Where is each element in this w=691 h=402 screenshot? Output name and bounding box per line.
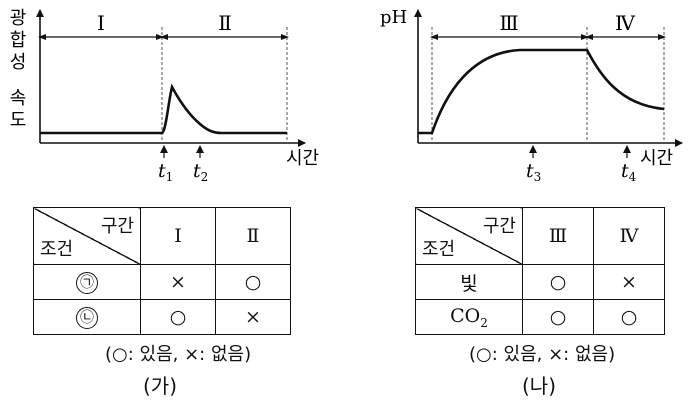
graph-a-y-label-3: 성 — [10, 52, 27, 73]
graph-a-y-label-5: 도 — [10, 110, 27, 131]
caption-a: (가) — [143, 374, 178, 398]
graph-a-section-2-label: Ⅱ — [218, 11, 232, 35]
table-b-row-1-label: 빛 — [415, 264, 523, 300]
circled-giyeok-label: ㉠ — [76, 272, 98, 294]
table-a-row-header: 조건 — [40, 239, 74, 260]
graph-a-y-label-2: 합 — [10, 30, 27, 51]
graph-a-t2-label: t2 — [193, 160, 208, 184]
graph-a-y-label-4: 속 — [10, 88, 27, 109]
graph-a-x-label: 시간 — [286, 148, 319, 169]
table-row: 빛 ○ × — [415, 264, 665, 300]
graph-a-curve — [40, 83, 287, 135]
circled-nieun-label: ㉡ — [76, 307, 98, 329]
table-a-cell: × — [215, 299, 291, 335]
table-b-header-row: 구간 조건 Ⅲ Ⅳ — [415, 207, 665, 265]
table-b-corner: 구간 조건 — [415, 207, 523, 265]
legend-b: (○: 있음, ×: 없음) — [469, 344, 616, 365]
graph-a-t1-label: t1 — [158, 160, 173, 184]
co2-label-sub: 2 — [480, 315, 488, 330]
caption-b: (나) — [522, 374, 557, 398]
graph-a: 광 합 성 속 도 Ⅰ Ⅱ t1 t2 시간 — [10, 8, 319, 184]
graph-b: pH Ⅲ Ⅳ t3 t4 시간 — [380, 7, 683, 184]
graph-b-x-label: 시간 — [640, 148, 673, 169]
co2-label-base: CO — [450, 304, 481, 327]
table-a: 구간 조건 Ⅰ Ⅱ ㉠ × ○ ㉡ ○ × — [33, 207, 291, 335]
table-b-row-header: 조건 — [422, 239, 456, 260]
graph-a-y-label-1: 광 — [10, 8, 27, 29]
table-b-row-2-label: CO2 — [415, 299, 523, 335]
table-a-cell: ○ — [140, 299, 216, 335]
table-b-col-header: 구간 — [482, 216, 516, 237]
table-a-col-header: 구간 — [100, 216, 134, 237]
graph-b-t3-label: t3 — [526, 160, 541, 184]
table-row: ㉡ ○ × — [33, 299, 291, 335]
table-b: 구간 조건 Ⅲ Ⅳ 빛 ○ × CO2 ○ ○ — [415, 207, 665, 335]
graph-b-y-label: pH — [380, 7, 407, 28]
table-b-cell: ○ — [593, 299, 665, 335]
table-a-row-2-label: ㉡ — [33, 299, 141, 335]
graph-b-t4-label: t4 — [621, 160, 637, 184]
graph-b-section-3-label: Ⅲ — [499, 11, 518, 35]
legend-a: (○: 있음, ×: 없음) — [105, 344, 252, 365]
table-b-cell: × — [593, 264, 665, 300]
table-b-col-2: Ⅳ — [593, 207, 665, 265]
table-a-corner: 구간 조건 — [33, 207, 141, 265]
table-a-header-row: 구간 조건 Ⅰ Ⅱ — [33, 207, 291, 265]
table-row: ㉠ × ○ — [33, 264, 291, 300]
table-a-col-2: Ⅱ — [215, 207, 291, 265]
table-a-cell: × — [140, 264, 216, 300]
table-a-row-1-label: ㉠ — [33, 264, 141, 300]
table-a-cell: ○ — [215, 264, 291, 300]
graph-b-section-4-label: Ⅳ — [615, 11, 636, 35]
graph-a-section-1-label: Ⅰ — [97, 11, 105, 35]
table-b-col-1: Ⅲ — [522, 207, 594, 265]
table-b-cell: ○ — [522, 264, 594, 300]
table-a-col-1: Ⅰ — [140, 207, 216, 265]
graph-b-curve — [418, 48, 665, 135]
table-row: CO2 ○ ○ — [415, 299, 665, 335]
table-b-cell: ○ — [522, 299, 594, 335]
